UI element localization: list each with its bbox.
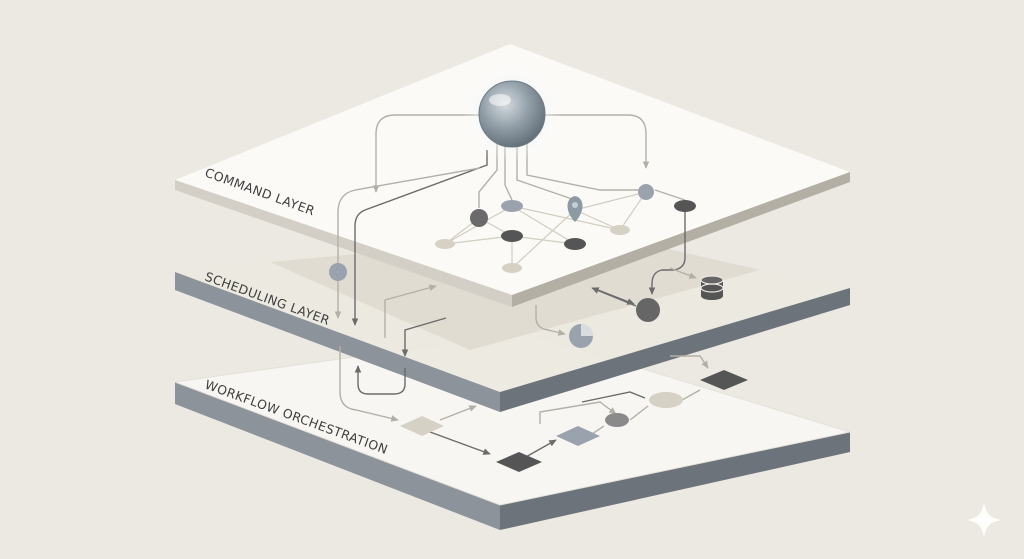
database-icon [700,275,724,300]
node-pill [649,392,683,408]
workflow-orchestration-plate [174,332,851,530]
node-pill [610,225,630,235]
workflow-nodes [400,370,748,472]
command-nodes [435,184,696,273]
node-diamond [700,370,748,390]
command-layer-plate [175,44,850,307]
node-circle [638,184,654,200]
node-circle [636,298,660,322]
node-pill [605,413,629,427]
node-diamond [556,426,600,446]
node-pill [674,200,696,212]
command-connectors [372,114,686,269]
node-pill [502,263,522,273]
node-diamond [400,416,444,436]
node-diamond [496,452,542,472]
node-circle [470,209,488,227]
map-pin-icon [567,196,583,222]
node-pill [435,239,455,249]
command-hub [462,64,562,164]
node-circle [329,263,347,281]
node-pill [564,238,586,250]
scheduling-nodes [329,263,724,348]
sparkle-icon [966,502,1002,538]
node-pill [501,230,523,242]
cross-layer-connectors [334,150,709,459]
node-pill [501,200,523,212]
pie-chart-icon [569,324,593,348]
